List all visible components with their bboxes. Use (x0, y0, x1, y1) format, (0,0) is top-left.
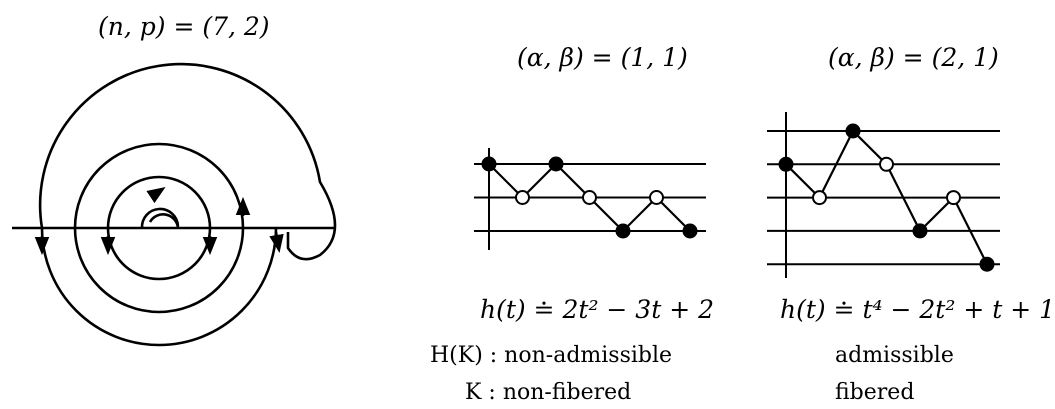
spiral-second-arc (73, 142, 245, 229)
lattice-left (474, 148, 706, 250)
caption-row1-left: H(K) : non-admissible (430, 343, 673, 368)
open-vertex (812, 190, 827, 206)
filled-vertex (845, 123, 861, 139)
spiral-knot-diagram (12, 62, 337, 347)
spiral-arrow-6 (146, 186, 166, 204)
filled-vertex (481, 156, 497, 172)
spiral-second-bottom (73, 227, 245, 314)
spiral-outer-bottom (40, 227, 278, 347)
open-vertex (946, 190, 961, 206)
spiral-inner-s2 (148, 213, 180, 229)
filled-vertex (682, 223, 698, 239)
caption-row1-right: admissible (835, 343, 954, 368)
filled-vertex (615, 223, 631, 239)
right-diagram-label: (α, β) = (2, 1) (828, 43, 999, 72)
spiral-third-arc (106, 175, 212, 229)
right-polynomial: h(t) ≐ t⁴ − 2t² + t + 1 (780, 295, 1055, 324)
open-vertex (582, 190, 597, 205)
spiral-third-bottom (106, 227, 212, 281)
filled-vertex (979, 256, 995, 272)
filled-vertex (778, 156, 794, 172)
filled-vertex (912, 223, 928, 239)
open-vertex (515, 190, 530, 205)
caption-row2-right: fibered (835, 380, 915, 405)
lattice-right (767, 112, 1000, 278)
spiral-label: (n, p) = (7, 2) (98, 12, 270, 41)
spiral-inner-s (140, 207, 180, 229)
open-vertex (649, 190, 664, 205)
caption-row2-left: K : non-fibered (465, 380, 632, 405)
left-polynomial: h(t) ≐ 2t² − 3t + 2 (480, 295, 715, 324)
spiral-arrow-5 (269, 231, 284, 253)
left-diagram-label: (α, β) = (1, 1) (517, 43, 688, 72)
filled-vertex (548, 156, 564, 172)
open-vertex (879, 156, 894, 172)
spiral-outer-arc (38, 62, 337, 261)
